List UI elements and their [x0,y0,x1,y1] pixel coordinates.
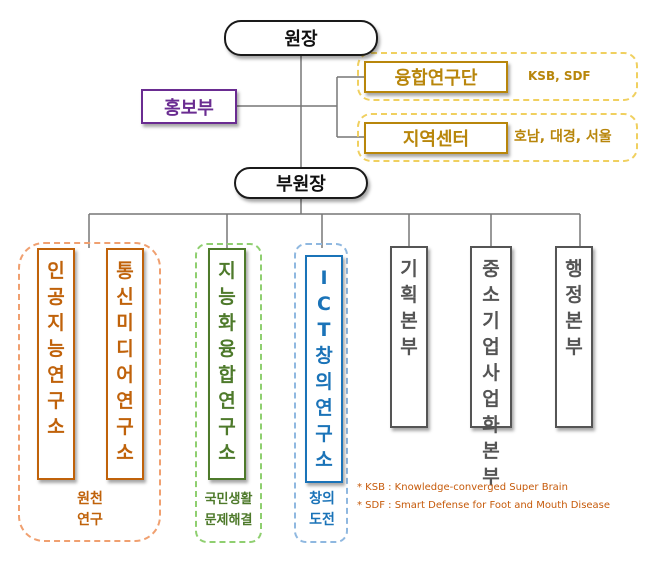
institute-char: 본 [565,310,583,332]
institute-char: 구 [116,416,134,438]
director-node: 원장 [224,20,378,56]
life-problem-label: 국민생활 문제해결 [190,489,267,531]
institute-char: 화 [218,312,236,334]
regional-node: 지역센터 [364,122,508,154]
regional-note: 호남, 대경, 서울 [514,129,612,145]
institute-char: 소 [47,416,65,438]
institute-char: 의 [315,371,333,393]
institute-char: 업 [482,336,500,358]
life-problem-group-frame [195,243,262,543]
creative-challenge-group-frame [294,243,348,543]
convergence-group-frame [357,52,638,101]
institute-char: 획 [400,284,418,306]
institute-char: 소 [116,442,134,464]
institute-char: 통 [116,260,134,282]
ksb-footnote: * KSB : Knowledge-converged Super Brain [357,482,568,493]
institute-char: 중 [482,258,500,280]
institute-char: 소 [315,449,333,471]
basic-research-label-line1: 원천 [77,491,103,507]
institute-char: 소 [218,442,236,464]
institute-char: 신 [116,286,134,308]
convergence-label: 융합연구단 [394,68,478,89]
basic-research-group-frame [18,242,161,542]
institute-char: 부 [482,466,500,488]
institute-char: 화 [482,414,500,436]
institute-char: 본 [482,440,500,462]
institute-char: 사 [482,362,500,384]
institute-char: 소 [482,284,500,306]
institute-char: 연 [116,390,134,412]
institute-char: 구 [315,423,333,445]
life-problem-label-line2: 문제해결 [204,513,253,528]
institute-char: 디 [116,338,134,360]
institute-char: 지 [47,312,65,334]
convergence-note: KSB, SDF [528,69,591,83]
institute-char: 지 [218,260,236,282]
institute-char: 행 [565,258,583,280]
institute-char: 구 [218,416,236,438]
institute-char: 어 [116,364,134,386]
institute-char: 창 [315,345,333,367]
institute-char: 합 [218,364,236,386]
life-problem-label-line1: 국민생활 [204,492,253,507]
basic-research-label: 원천 연구 [40,489,140,531]
institute-char: 연 [218,390,236,412]
creative-challenge-label: 창의 도전 [296,489,348,531]
institute-char: 미 [116,312,134,334]
institute-char: 기 [482,310,500,332]
institute-char: 능 [47,338,65,360]
vice-director-node: 부원장 [234,167,368,199]
institute-char: 정 [565,284,583,306]
institute-char: I [320,267,328,289]
vice-director-label: 부원장 [276,174,326,195]
institute-char: 능 [218,286,236,308]
convergence-node: 융합연구단 [364,61,508,93]
institute-char: 업 [482,388,500,410]
institute-char: 융 [218,338,236,360]
regional-group-frame [357,113,638,162]
institute-char: 부 [400,336,418,358]
institute-char: 연 [315,397,333,419]
institute-char: 인 [47,260,65,282]
institute-char: C [317,293,331,315]
director-label: 원장 [284,29,318,50]
sdf-footnote: * SDF : Smart Defense for Foot and Mouth… [357,500,611,511]
institute-char: 기 [400,258,418,280]
basic-research-label-line2: 연구 [77,512,103,528]
institute-char: T [317,319,331,341]
creative-challenge-label-line1: 창의 [309,491,335,507]
institute-char: 부 [565,336,583,358]
institute-char: 공 [47,286,65,308]
institute-char: 본 [400,310,418,332]
creative-challenge-label-line2: 도전 [309,512,335,528]
institute-char: 연 [47,364,65,386]
pr-label: 홍보부 [164,97,214,119]
regional-label: 지역센터 [402,129,470,150]
pr-node: 홍보부 [141,89,237,124]
institute-char: 구 [47,390,65,412]
